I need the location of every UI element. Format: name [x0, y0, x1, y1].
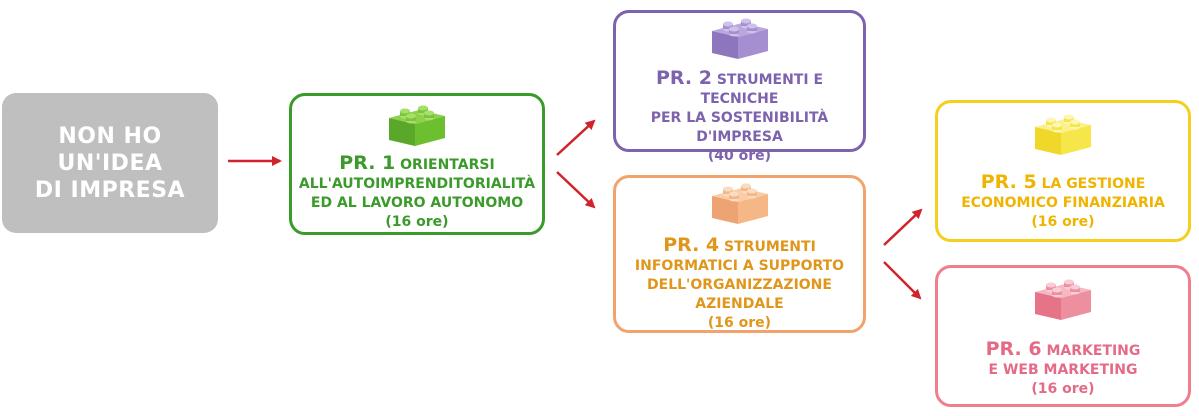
pr1-hours: (16 ore): [385, 214, 449, 230]
pr4-line4: AZIENDALE: [695, 296, 784, 312]
start-box: NON HO UN'IDEA DI IMPRESA: [2, 93, 218, 233]
lego-brick-icon: [1035, 114, 1091, 155]
lego-brick-icon: [1035, 279, 1091, 320]
lego-brick-icon: [711, 18, 768, 59]
module-pr5: PR. 5 LA GESTIONE ECONOMICO FINANZIARIA …: [935, 100, 1191, 242]
pr5-title: PR. 5 LA GESTIONE ECONOMICO FINANZIARIA …: [938, 173, 1188, 232]
pr5-code: PR. 5: [980, 171, 1037, 193]
pr6-title: PR. 6 MARKETING E WEB MARKETING (16 ore): [938, 340, 1188, 399]
arrow-pr4-pr6: [883, 261, 922, 300]
arrow-pr1-pr2: [556, 119, 596, 156]
module-pr6: PR. 6 MARKETING E WEB MARKETING (16 ore): [935, 265, 1191, 407]
lego-brick-icon: [389, 105, 445, 146]
pr2-title: PR. 2 STRUMENTI E TECNICHE PER LA SOSTEN…: [616, 69, 863, 166]
pr2-code: PR. 2: [655, 67, 712, 89]
pr2-hours: (40 ore): [707, 148, 772, 164]
start-line-3: DI IMPRESA: [34, 177, 186, 203]
pr6-code: PR. 6: [985, 338, 1042, 360]
pr6-line1: MARKETING: [1046, 343, 1141, 359]
pr2-line2: PER LA SOSTENIBILITÀ: [650, 110, 829, 126]
pr6-hours: (16 ore): [1031, 381, 1095, 397]
pr4-line1: STRUMENTI: [724, 239, 816, 255]
pr2-line3: D'IMPRESA: [696, 129, 783, 145]
module-pr4: PR. 4 STRUMENTI INFORMATICI A SUPPORTO D…: [613, 175, 866, 333]
pr5-line2: ECONOMICO FINANZIARIA: [961, 195, 1165, 211]
start-line-1: NON HO: [58, 123, 162, 149]
pr6-line2: E WEB MARKETING: [988, 362, 1138, 378]
module-pr2: PR. 2 STRUMENTI E TECNICHE PER LA SOSTEN…: [613, 10, 866, 164]
start-line-2: UN'IDEA: [57, 150, 163, 176]
arrow-pr4-pr5: [883, 208, 923, 246]
pr4-code: PR. 4: [663, 234, 720, 256]
arrow-pr1-pr4: [556, 171, 596, 209]
pr4-line2: INFORMATICI A SUPPORTO: [634, 258, 845, 274]
pr5-line1: LA GESTIONE: [1041, 176, 1146, 192]
pr4-title: PR. 4 STRUMENTI INFORMATICI A SUPPORTO D…: [616, 236, 863, 333]
pr5-hours: (16 ore): [1031, 214, 1095, 230]
lego-brick-icon: [711, 183, 768, 224]
pr2-line1: STRUMENTI E TECNICHE: [700, 72, 824, 107]
pr4-line3: DELL'ORGANIZZAZIONE: [647, 277, 832, 293]
module-pr1: PR. 1 ORIENTARSI ALL'AUTOIMPRENDITORIALI…: [289, 93, 545, 235]
pr1-line1: ORIENTARSI: [400, 157, 495, 173]
pr1-line3: ED AL LAVORO AUTONOMO: [310, 195, 524, 211]
pr1-code: PR. 1: [339, 152, 396, 174]
pr4-hours: (16 ore): [707, 315, 772, 331]
pr1-title: PR. 1 ORIENTARSI ALL'AUTOIMPRENDITORIALI…: [292, 154, 542, 232]
pr1-line2: ALL'AUTOIMPRENDITORIALITÀ: [298, 176, 536, 192]
